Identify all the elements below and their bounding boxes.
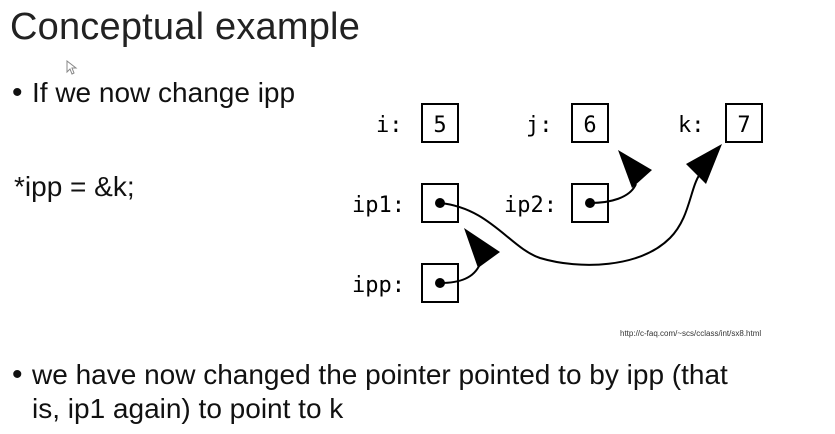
- ip2-arrowhead: [618, 150, 652, 188]
- k-value: 7: [737, 113, 750, 138]
- ip1-arrowhead: [686, 144, 722, 184]
- ip2-label: ip2:: [504, 193, 557, 218]
- mouse-cursor-icon: [66, 60, 78, 75]
- code-statement: *ipp = &k;: [14, 171, 135, 202]
- i-value: 5: [433, 113, 446, 138]
- bullet-icon: •: [12, 358, 23, 391]
- bullet-2-line-1: we have now changed the pointer pointed …: [32, 359, 728, 390]
- pointer-diagram: i: j: k: ip1: ip2: ipp: 5 6 7: [352, 103, 763, 303]
- k-box: [725, 103, 763, 143]
- source-url: http://c-faq.com/~scs/cclass/int/sx8.htm…: [620, 329, 762, 338]
- i-box: [421, 103, 459, 143]
- bullet-icon: •: [12, 76, 23, 109]
- ip1-to-k-arrow: [439, 173, 701, 266]
- j-label: j:: [526, 113, 553, 138]
- ipp-arrowhead: [464, 228, 500, 268]
- slide-title: Conceptual example: [10, 6, 361, 48]
- ipp-label: ipp:: [352, 273, 405, 298]
- ip1-label: ip1:: [352, 193, 405, 218]
- i-label: i:: [376, 113, 403, 138]
- bullet-item-2: • we have now changed the pointer pointe…: [12, 358, 728, 426]
- j-box: [571, 103, 609, 143]
- k-label: k:: [678, 113, 705, 138]
- ip2-to-j-arrow: [589, 183, 637, 204]
- bullet-1-text: If we now change ipp: [32, 77, 296, 108]
- j-value: 6: [583, 113, 596, 138]
- bullet-2-line-2: is, ip1 again) to point to k: [32, 393, 344, 424]
- bullet-item-1: • If we now change ipp: [12, 76, 295, 110]
